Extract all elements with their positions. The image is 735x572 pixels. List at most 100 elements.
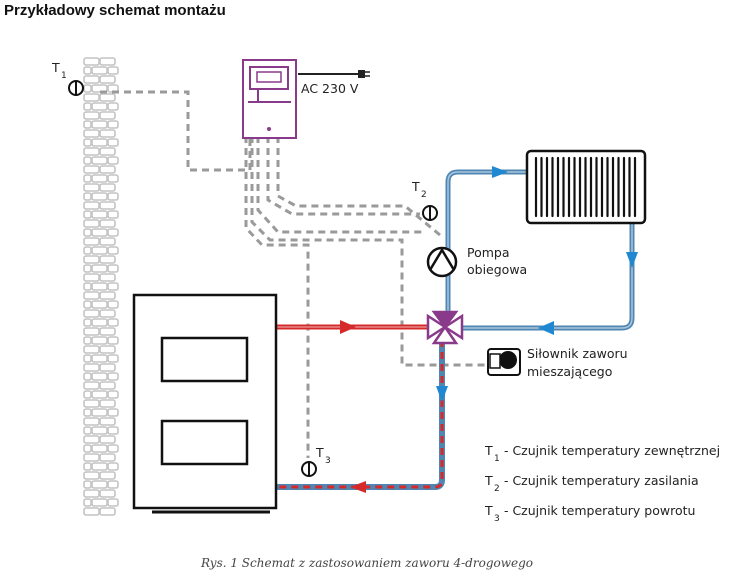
brick bbox=[83, 309, 100, 318]
actuator-label-line2: mieszającego bbox=[527, 364, 612, 379]
brick bbox=[91, 84, 108, 93]
brick bbox=[99, 363, 116, 372]
legend-t3-letter: T bbox=[484, 503, 493, 518]
cable-t3 bbox=[244, 136, 310, 458]
power-label: AC 230 V bbox=[301, 81, 359, 96]
brick bbox=[107, 390, 119, 399]
brick bbox=[91, 120, 108, 129]
brick-wall bbox=[83, 57, 119, 516]
brick bbox=[99, 147, 116, 156]
radiator bbox=[525, 149, 647, 225]
cable-pump-2 bbox=[276, 136, 441, 237]
brick bbox=[107, 192, 119, 201]
brick bbox=[99, 507, 116, 516]
sensor-t1-letter: T bbox=[51, 60, 60, 75]
brick bbox=[91, 426, 108, 435]
brick bbox=[83, 111, 100, 120]
sensor-t3-letter: T bbox=[315, 445, 324, 460]
brick bbox=[83, 462, 92, 471]
brick bbox=[91, 138, 108, 147]
brick bbox=[83, 345, 100, 354]
brick bbox=[83, 174, 92, 183]
brick bbox=[99, 471, 116, 480]
brick bbox=[91, 102, 108, 111]
brick bbox=[99, 183, 116, 192]
brick bbox=[83, 75, 100, 84]
brick bbox=[91, 336, 108, 345]
brick bbox=[99, 345, 116, 354]
brick bbox=[83, 453, 100, 462]
brick bbox=[83, 255, 100, 264]
boiler-door-lower bbox=[160, 419, 249, 466]
brick bbox=[83, 489, 100, 498]
legend-t2-letter: T bbox=[484, 473, 493, 488]
brick bbox=[83, 480, 92, 489]
brick bbox=[83, 237, 100, 246]
legend-t1-text: - Czujnik temperatury zewnętrznej bbox=[500, 443, 720, 458]
brick bbox=[83, 66, 92, 75]
brick bbox=[91, 318, 108, 327]
brick bbox=[83, 381, 100, 390]
controller bbox=[242, 59, 297, 139]
brick bbox=[83, 435, 100, 444]
brick bbox=[91, 390, 108, 399]
sensor-t1: T 1 bbox=[51, 60, 84, 96]
brick bbox=[91, 444, 108, 453]
brick bbox=[83, 354, 92, 363]
brick bbox=[83, 183, 100, 192]
brick bbox=[107, 408, 119, 417]
brick bbox=[83, 372, 92, 381]
brick bbox=[107, 210, 119, 219]
brick bbox=[91, 354, 108, 363]
brick bbox=[99, 417, 116, 426]
boiler bbox=[132, 293, 278, 514]
sensor-t2-letter: T bbox=[411, 179, 420, 194]
legend-t2-index: 2 bbox=[494, 484, 500, 494]
return-pipe bbox=[277, 340, 445, 490]
brick bbox=[107, 120, 119, 129]
brick bbox=[83, 507, 100, 516]
brick bbox=[107, 354, 119, 363]
brick bbox=[107, 102, 119, 111]
brick bbox=[99, 165, 116, 174]
legend-t1-index: 1 bbox=[494, 454, 500, 464]
brick bbox=[91, 246, 108, 255]
pump-label-line2: obiegowa bbox=[467, 262, 527, 277]
circulation-pump bbox=[426, 246, 458, 278]
brick bbox=[99, 129, 116, 138]
brick bbox=[99, 399, 116, 408]
sensor-t2: T 2 bbox=[411, 179, 438, 221]
brick bbox=[83, 210, 92, 219]
return-arrow-left bbox=[350, 481, 366, 493]
legend-t1-letter: T bbox=[484, 443, 493, 458]
brick bbox=[91, 192, 108, 201]
actuator-label-line1: Siłownik zaworu bbox=[527, 346, 628, 361]
brick bbox=[91, 498, 108, 507]
sensor-t2-index: 2 bbox=[421, 190, 427, 200]
figure-caption: Rys. 1 Schemat z zastosowaniem zaworu 4-… bbox=[200, 556, 533, 570]
brick bbox=[83, 471, 100, 480]
legend-item-t1: T 1 - Czujnik temperatury zewnętrznej bbox=[484, 443, 720, 464]
brick bbox=[83, 390, 92, 399]
brick bbox=[99, 309, 116, 318]
brick bbox=[83, 426, 92, 435]
brick bbox=[83, 219, 100, 228]
valve-actuator bbox=[487, 348, 521, 376]
supply-arrow bbox=[340, 320, 356, 334]
brick bbox=[107, 480, 119, 489]
cable-pump bbox=[266, 136, 420, 216]
brick bbox=[83, 84, 92, 93]
legend-item-t3: T 3 - Czujnik temperatury powrotu bbox=[484, 503, 695, 524]
brick bbox=[107, 462, 119, 471]
boiler-door-upper bbox=[160, 336, 249, 383]
flow-arrow-down bbox=[626, 252, 638, 268]
brick bbox=[107, 372, 119, 381]
brick bbox=[83, 165, 100, 174]
brick bbox=[91, 372, 108, 381]
brick bbox=[99, 75, 116, 84]
brick bbox=[91, 66, 108, 75]
brick bbox=[91, 282, 108, 291]
brick bbox=[83, 156, 92, 165]
brick bbox=[99, 381, 116, 390]
